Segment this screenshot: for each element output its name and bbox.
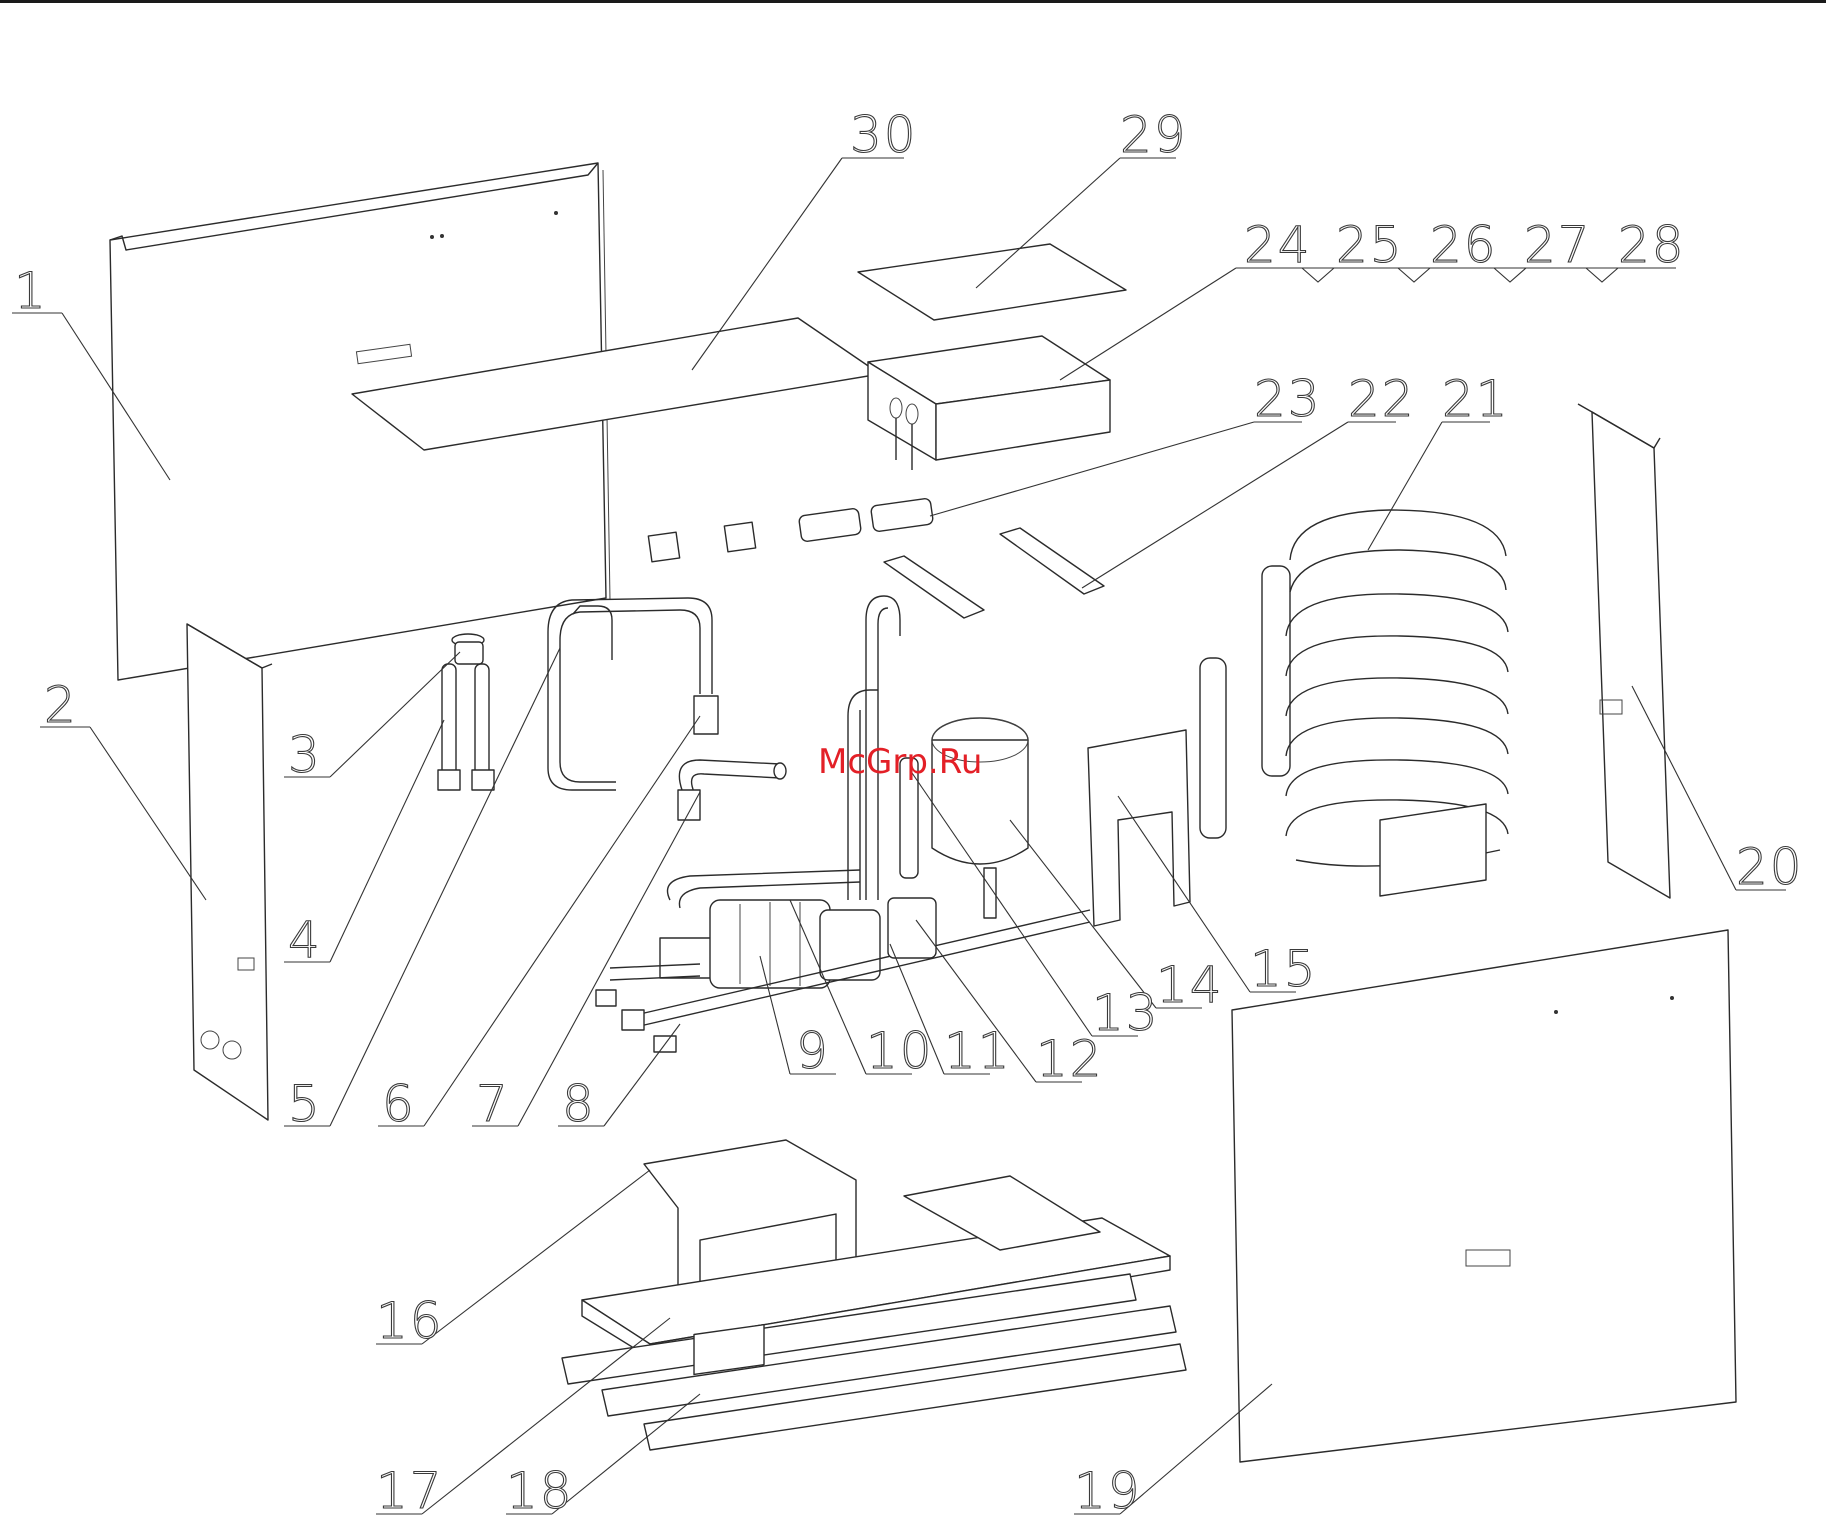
callout-2: 2 [44,676,78,734]
callout-6: 6 [382,1075,416,1133]
part-3-4-pipe-assembly [438,634,494,790]
callout-4: 4 [288,911,322,969]
callout-28: 28 [1618,216,1686,274]
part-2-left-side-panel [187,624,272,1120]
callout-25: 25 [1336,216,1404,274]
callout-1: 1 [14,262,48,320]
callout-7: 7 [476,1075,510,1133]
callout-21: 21 [1442,370,1510,428]
callout-22: 22 [1348,370,1416,428]
part-19-front-panel [1232,930,1736,1462]
callout-20: 20 [1736,838,1804,896]
part-23-22-small-brackets [648,498,1104,618]
callout-3: 3 [288,726,322,784]
callout-10: 10 [866,1022,934,1080]
part-21-coil-heat-exchanger [1200,510,1508,896]
callout-17: 17 [376,1462,444,1519]
callout-15: 15 [1250,940,1318,998]
part-29-top-cover [858,244,1126,320]
callout-8: 8 [562,1075,596,1133]
callout-26: 26 [1430,216,1498,274]
part-24-control-box [868,336,1110,470]
callout-9: 9 [796,1022,830,1080]
callout-13: 13 [1092,984,1160,1042]
callout-27: 27 [1524,216,1592,274]
callout-24: 24 [1244,216,1312,274]
part-7-short-pipe [678,760,786,820]
callout-18: 18 [506,1462,574,1519]
part-20-right-side-panel [1578,404,1670,898]
callout-23: 23 [1254,370,1322,428]
callout-5: 5 [288,1075,322,1133]
callout-14: 14 [1156,956,1224,1014]
callout-11: 11 [944,1022,1012,1080]
callout-16: 16 [376,1292,444,1350]
callout-30: 30 [850,106,918,164]
watermark-text: McGrp.Ru [818,742,982,782]
callout-19: 19 [1074,1462,1142,1519]
callout-29: 29 [1120,106,1188,164]
